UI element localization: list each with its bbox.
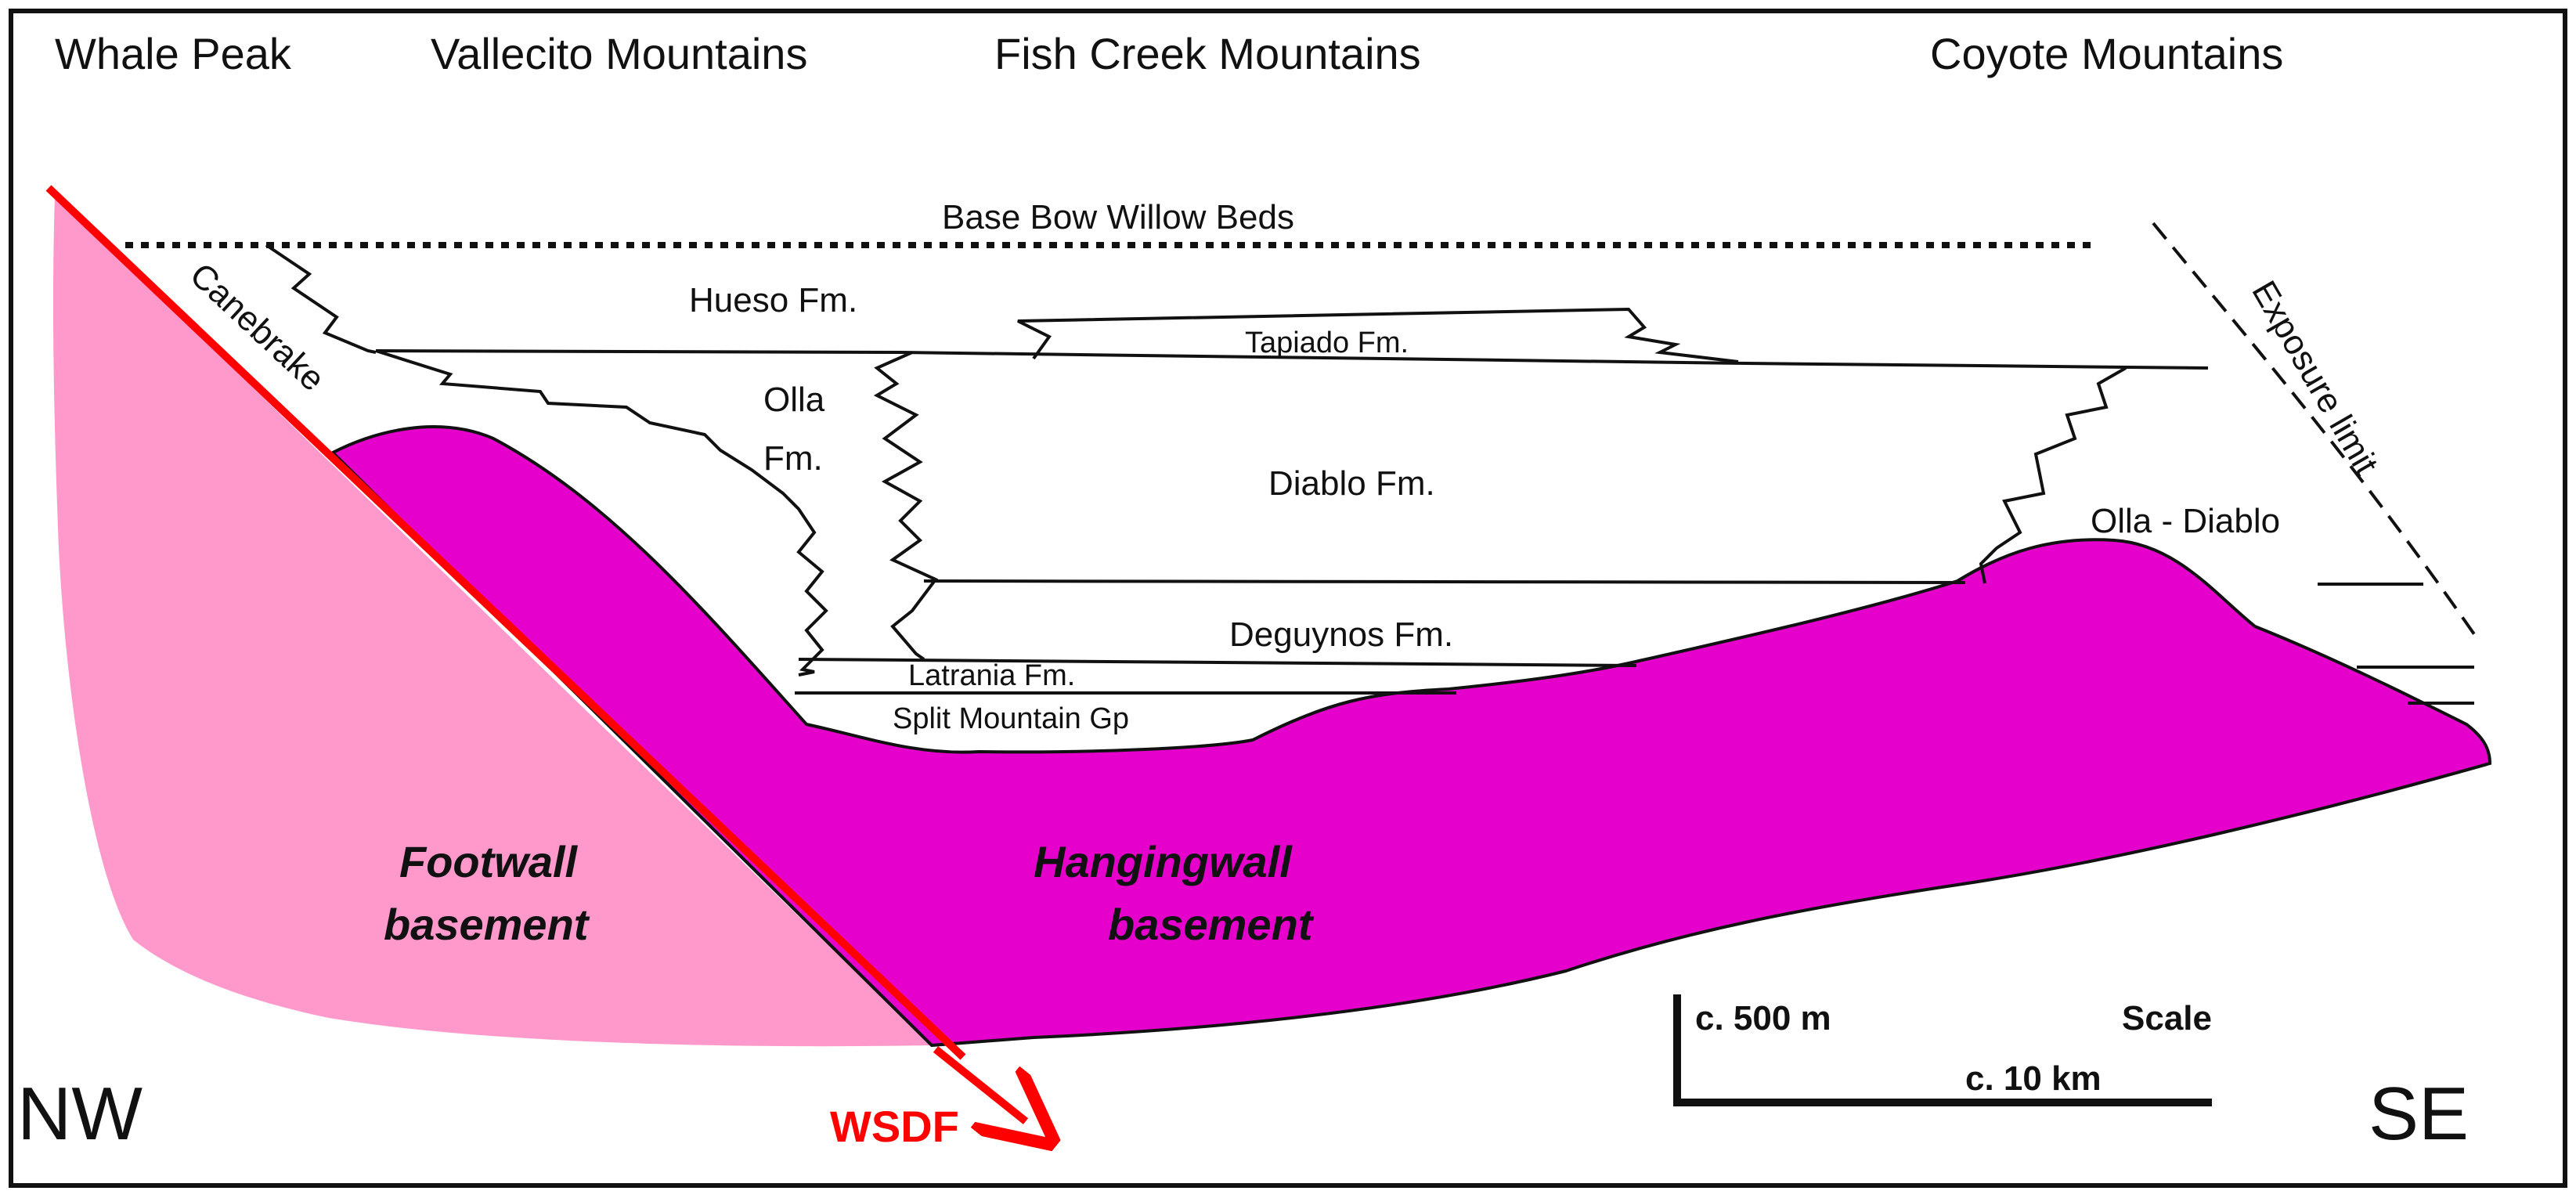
fish-creek-mountains-label: Fish Creek Mountains <box>994 29 1421 78</box>
scale-vertical-label: c. 500 m <box>1695 999 1831 1037</box>
footwall-label-line2: basement <box>384 900 590 949</box>
deguynos-label: Deguynos Fm. <box>1229 615 1453 654</box>
olla-hueso-contact <box>375 349 828 677</box>
tapiado-base-line <box>375 349 2209 370</box>
diablo-base-line <box>923 579 1966 584</box>
scale-title: Scale <box>2122 999 2212 1037</box>
se-label: SE <box>2369 1072 2469 1156</box>
wsdf-fault-line <box>45 185 966 1060</box>
footwall-basement <box>52 196 933 1047</box>
olla-label-line1: Olla <box>763 381 825 419</box>
split-mountain-label: Split Mountain Gp <box>893 702 1129 735</box>
hangingwall-label-line1: Hangingwall <box>1034 837 1293 886</box>
exposure-limit-line <box>2152 222 2476 636</box>
footwall-label-line1: Footwall <box>399 837 579 886</box>
tapiado-label: Tapiado Fm. <box>1245 327 1409 359</box>
hangingwall-label-line2: basement <box>1108 900 1315 949</box>
vallecito-mountains-label: Vallecito Mountains <box>431 29 807 78</box>
base-bow-willow-label: Base Bow Willow Beds <box>942 198 1294 236</box>
wsdf-fault-arrow <box>933 1046 1026 1121</box>
hangingwall-basement <box>330 425 2492 1048</box>
olla-diablo-label: Olla - Diablo <box>2091 502 2280 540</box>
coyote-mountains-label: Coyote Mountains <box>1930 29 2283 78</box>
tapiado-lens <box>1017 307 1739 363</box>
olla-label-line2: Fm. <box>763 439 823 478</box>
deguynos-base-line <box>798 658 1637 667</box>
nw-label: NW <box>17 1072 143 1156</box>
olla-diablo-right-contact <box>1979 366 2127 584</box>
olla-diablo-contact <box>873 351 939 661</box>
whale-peak-label: Whale Peak <box>55 29 292 78</box>
hueso-label: Hueso Fm. <box>689 281 857 319</box>
wsdf-label: WSDF <box>830 1102 959 1151</box>
scale-horizontal-label: c. 10 km <box>1965 1059 2102 1098</box>
latrania-label: Latrania Fm. <box>908 659 1075 692</box>
scale-bar <box>1673 994 2212 1106</box>
canebrake-contact <box>265 244 377 354</box>
diablo-label: Diablo Fm. <box>1268 464 1435 503</box>
